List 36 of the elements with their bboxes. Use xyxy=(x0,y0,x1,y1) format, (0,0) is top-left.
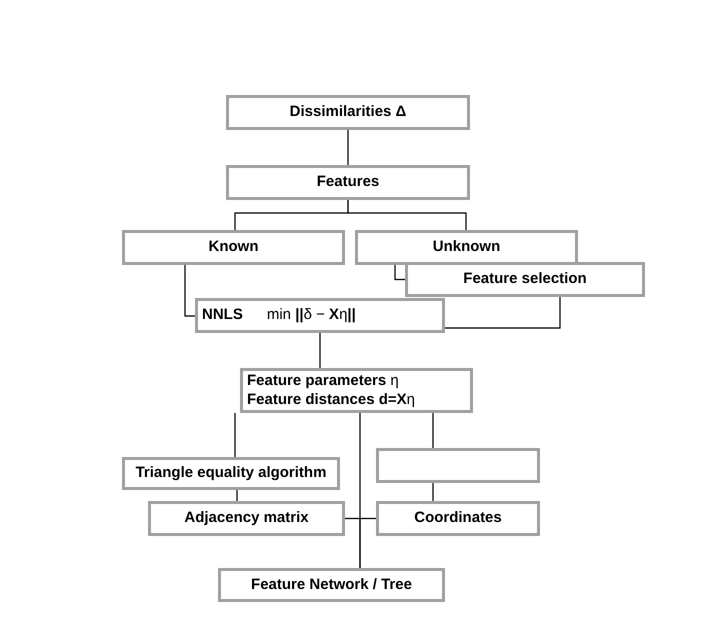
box-label: NNLS xyxy=(202,305,243,326)
connector-line xyxy=(359,518,376,568)
process-box xyxy=(376,448,540,483)
box-label: Feature parameters η xyxy=(247,372,399,390)
connector-line xyxy=(347,200,467,230)
box-label: Dissimilarities Δ xyxy=(290,102,406,122)
connector-line xyxy=(432,413,434,448)
box-label: Unknown xyxy=(432,237,500,258)
connector-line xyxy=(236,490,238,501)
process-box xyxy=(148,501,345,536)
box-label: Feature selection xyxy=(463,269,587,290)
process-box xyxy=(240,368,473,413)
connector-line xyxy=(319,333,321,368)
connector-line xyxy=(184,265,195,317)
process-box xyxy=(122,457,340,490)
process-box xyxy=(195,298,445,333)
box-label: Triangle equality algorithm xyxy=(136,463,326,484)
connector-line xyxy=(394,265,405,280)
box-label: min ||δ − Xη|| xyxy=(266,305,356,326)
process-box xyxy=(218,568,445,602)
box-label: Feature Network / Tree xyxy=(251,574,412,595)
process-box xyxy=(405,262,645,297)
connector-line xyxy=(432,483,434,501)
box-label: Coordinates xyxy=(414,508,502,528)
connector-line xyxy=(234,413,236,457)
process-box xyxy=(122,230,345,265)
box-label: Features xyxy=(316,172,380,192)
box-label: Feature distances d=Xη xyxy=(247,390,415,410)
process-box xyxy=(355,230,578,265)
process-box xyxy=(376,501,540,536)
process-box xyxy=(226,165,470,200)
process-box xyxy=(226,95,470,130)
box-label: Known xyxy=(208,237,258,258)
box-label: Adjacency matrix xyxy=(184,508,309,528)
connector-line xyxy=(347,130,349,165)
connector-line xyxy=(445,297,561,329)
